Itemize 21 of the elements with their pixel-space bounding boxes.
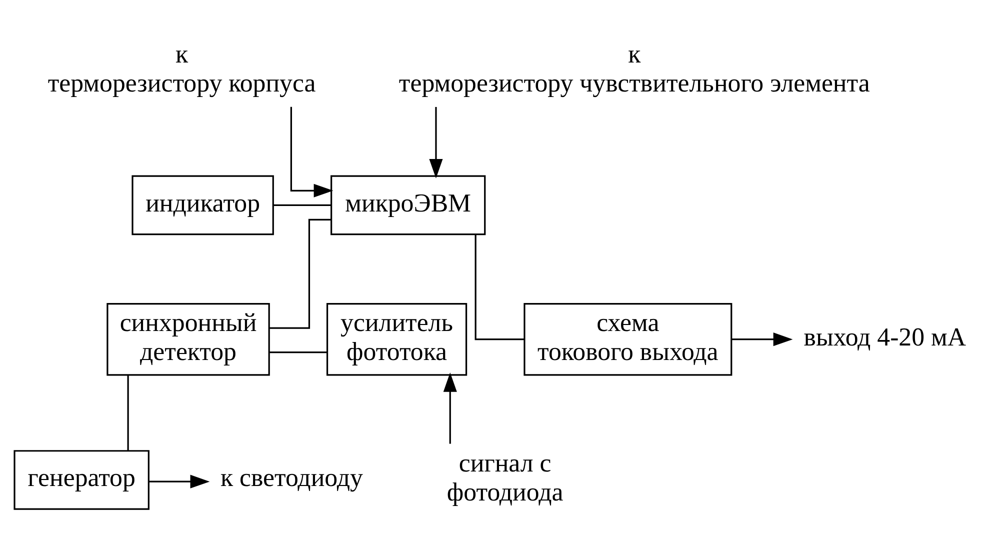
node-text: к терморезистору корпуса (48, 40, 316, 98)
connector (273, 204, 331, 206)
node-box: схема токового выхода (524, 302, 732, 376)
arrow (290, 106, 334, 198)
arrow (429, 106, 443, 178)
node-box: усилитель фототока (326, 302, 468, 376)
connector (127, 376, 129, 450)
node-text: к светодиоду (220, 463, 363, 492)
arrow (732, 332, 793, 346)
node-text: сигнал с фотодиода (446, 448, 564, 507)
node-box: синхронный детектор (106, 302, 270, 376)
arrow (443, 372, 457, 444)
arrow (149, 474, 210, 488)
node-text: к терморезистору чувствительного элемента (398, 40, 870, 98)
node-box: микроЭВМ (330, 175, 486, 236)
connector (270, 218, 332, 329)
node-box: генератор (14, 450, 150, 510)
node-text: выход 4-20 мА (804, 322, 966, 352)
connector (269, 351, 327, 354)
node-box: индикатор (132, 175, 274, 236)
connector (474, 234, 524, 340)
